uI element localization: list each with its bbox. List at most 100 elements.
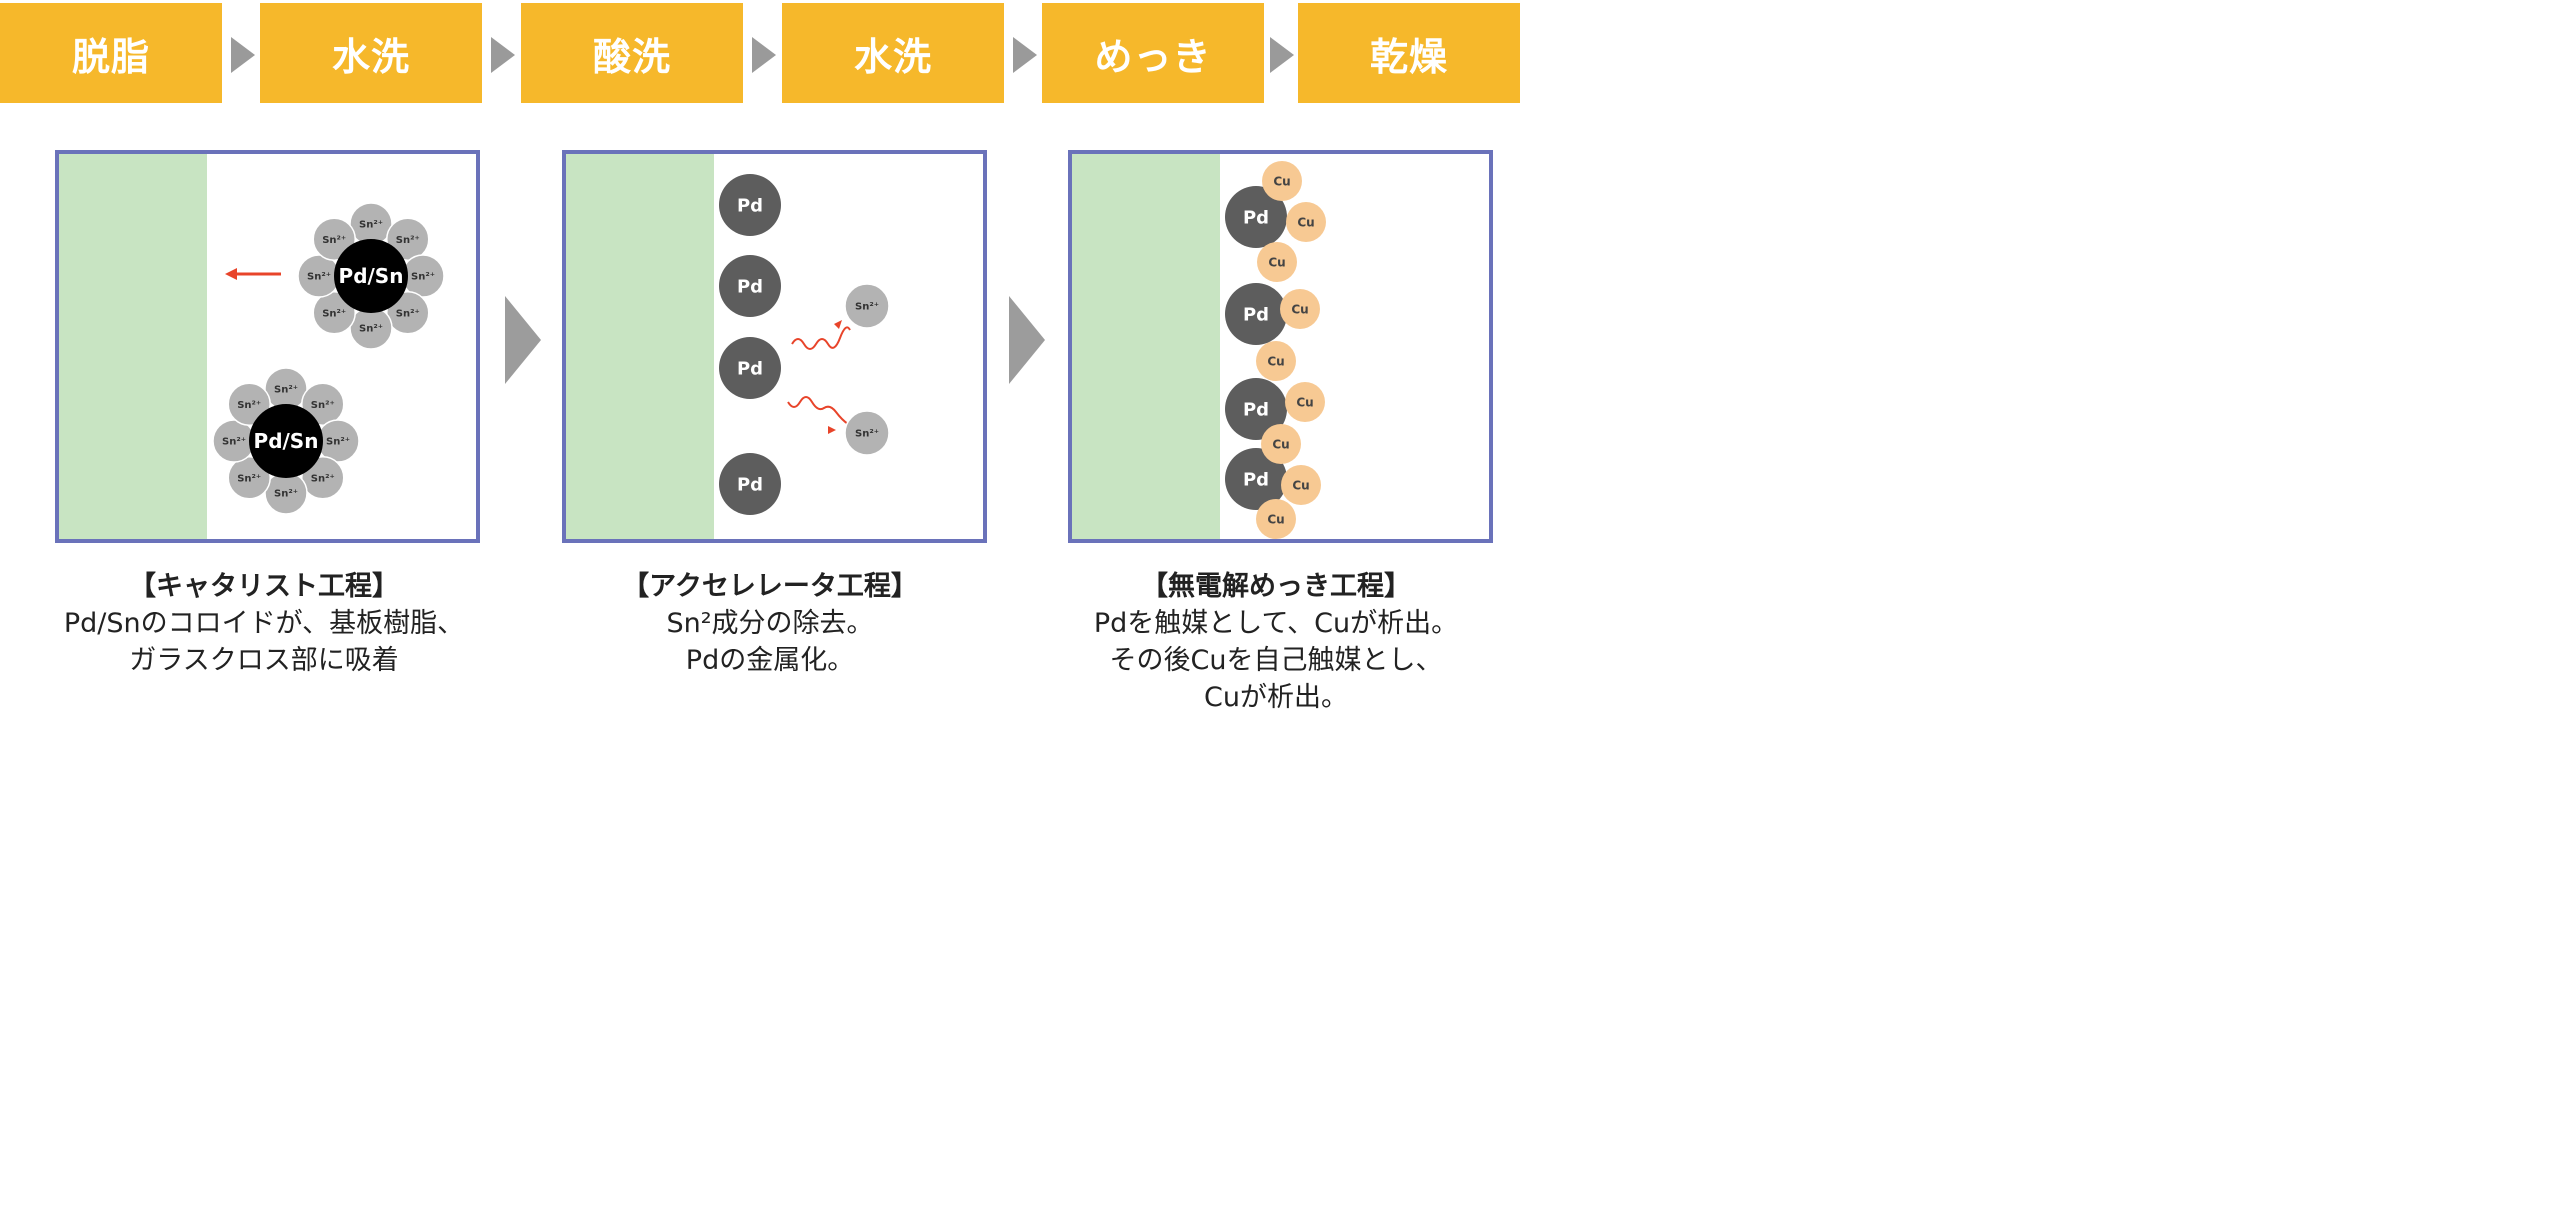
sn-ion-label: Sn²⁺ (396, 235, 420, 246)
sn-ion-label: Sn²⁺ (855, 302, 879, 313)
pd-particle-label: Pd (737, 195, 763, 216)
caption-line: Pdの金属化。 (685, 645, 855, 676)
sn-ion: Sn²⁺ (227, 456, 271, 500)
sn-ion-label: Sn²⁺ (311, 400, 335, 411)
sn-ion-label: Sn²⁺ (359, 220, 383, 231)
sn-ion: Sn²⁺ (301, 382, 345, 426)
sn-ion: Sn²⁺ (349, 306, 393, 350)
cu-particle-label: Cu (1272, 437, 1289, 451)
sn-ions: Sn²⁺ Sn²⁺ (844, 283, 890, 456)
pd-particle-label: Pd (737, 474, 763, 495)
sn-ion-label: Sn²⁺ (411, 272, 435, 283)
chevron-right-icon (491, 37, 515, 73)
cu-particle: Cu (1257, 242, 1297, 282)
caption-title: 【キャタリスト工程】 (129, 571, 399, 602)
substrate-resin (566, 154, 714, 539)
pd-sn-core-label: Pd/Sn (254, 429, 319, 453)
pd-sn-core: Pd/Sn (334, 239, 408, 313)
step-label: 酸洗 (592, 34, 671, 79)
sn-ion: Sn²⁺ (227, 382, 271, 426)
cu-particle-label: Cu (1291, 302, 1308, 316)
sn-ion: Sn²⁺ (316, 419, 360, 463)
chevron-right-icon (505, 296, 541, 384)
pd-particle: Pd (719, 337, 781, 399)
step-label: 水洗 (331, 34, 410, 79)
step-label: 脱脂 (71, 34, 150, 79)
caption-line: Cuが析出。 (1204, 682, 1348, 713)
pd-particle: Pd (719, 255, 781, 317)
pd-sn-core: Pd/Sn (249, 404, 323, 478)
chevron-right-icon (1013, 37, 1037, 73)
step-rinse-1: 水洗 (260, 3, 482, 103)
chevron-right-icon (1009, 296, 1045, 384)
accelerator-caption: 【アクセレレータ工程】 Sn²成分の除去。 Pdの金属化。 (530, 568, 1010, 679)
sn-ion-label: Sn²⁺ (396, 308, 420, 319)
sn-ion: Sn²⁺ (312, 217, 356, 261)
caption-title: 【アクセレレータ工程】 (622, 571, 918, 602)
pd-sn-core-label: Pd/Sn (339, 264, 404, 288)
step-plating: めっき (1042, 3, 1264, 103)
pd-particle-label: Pd (737, 358, 763, 379)
sn-ion: Sn²⁺ (844, 410, 890, 456)
step-rinse-2: 水洗 (782, 3, 1004, 103)
sn-ion: Sn²⁺ (264, 367, 308, 411)
sn-ion-label: Sn²⁺ (855, 429, 879, 440)
sn-ion: Sn²⁺ (212, 419, 256, 463)
sn-ion: Sn²⁺ (297, 254, 341, 298)
sn-ion: Sn²⁺ (312, 291, 356, 335)
pd-particle: Pd (1225, 448, 1287, 510)
pd-particle-label: Pd (1243, 469, 1269, 490)
catalyst-caption: 【キャタリスト工程】 Pd/Snのコロイドが、基板樹脂、 ガラスクロス部に吸着 (24, 568, 504, 679)
caption-line: Sn²成分の除去。 (666, 608, 874, 639)
pd-particle: Pd (1225, 283, 1287, 345)
cu-particle: Cu (1285, 382, 1325, 422)
cu-particle-label: Cu (1268, 255, 1285, 269)
pd-particle-label: Pd (1243, 304, 1269, 325)
pd-particle: Pd (1225, 378, 1287, 440)
left-arrow-icon (225, 268, 281, 280)
step-label: 水洗 (853, 34, 932, 79)
cu-particle-label: Cu (1297, 215, 1314, 229)
sn-ion-label: Sn²⁺ (322, 308, 346, 319)
pd-particle-label: Pd (737, 276, 763, 297)
caption-line: Pdを触媒として、Cuが析出。 (1093, 608, 1459, 639)
sn-ion-label: Sn²⁺ (322, 235, 346, 246)
plating-caption: 【無電解めっき工程】 Pdを触媒として、Cuが析出。 その後Cuを自己触媒とし、… (1036, 568, 1516, 716)
cu-particle: Cu (1281, 465, 1321, 505)
sn-ion: Sn²⁺ (844, 283, 890, 329)
catalyst-illustration: Sn²⁺Sn²⁺Sn²⁺Sn²⁺Sn²⁺Sn²⁺Sn²⁺Sn²⁺Pd/Sn Sn… (212, 202, 445, 515)
cu-particle: Cu (1256, 499, 1296, 539)
caption-line: Pd/Snのコロイドが、基板樹脂、 (63, 608, 465, 639)
pd-particle-label: Pd (1243, 399, 1269, 420)
sn-ion-label: Sn²⁺ (274, 489, 298, 500)
wavy-arrow-icon (791, 320, 851, 350)
sn-ion-label: Sn²⁺ (311, 473, 335, 484)
pd-particle: Pd (1225, 186, 1287, 248)
cu-particle-label: Cu (1296, 395, 1313, 409)
pd-particle: Pd (719, 453, 781, 515)
sn-ion: Sn²⁺ (386, 217, 430, 261)
step-pickling: 酸洗 (521, 3, 743, 103)
sn-ion: Sn²⁺ (301, 456, 345, 500)
chevron-right-icon (231, 37, 255, 73)
caption-line: その後Cuを自己触媒とし、 (1109, 645, 1443, 676)
sn-ion-label: Sn²⁺ (326, 437, 350, 448)
sn-ion-label: Sn²⁺ (274, 385, 298, 396)
caption-line: ガラスクロス部に吸着 (129, 645, 399, 676)
chevron-right-icon (1270, 37, 1294, 73)
pd-particle-label: Pd (1243, 207, 1269, 228)
sn-ion: Sn²⁺ (349, 202, 393, 246)
sn-ion-label: Sn²⁺ (237, 400, 261, 411)
cu-particle: Cu (1262, 161, 1302, 201)
cu-particle-label: Cu (1273, 174, 1290, 188)
pd-sn-colloid: Sn²⁺Sn²⁺Sn²⁺Sn²⁺Sn²⁺Sn²⁺Sn²⁺Sn²⁺Pd/Sn (297, 202, 445, 350)
sn-ion: Sn²⁺ (401, 254, 445, 298)
chevron-right-icon (752, 37, 776, 73)
pd-sn-colloid: Sn²⁺Sn²⁺Sn²⁺Sn²⁺Sn²⁺Sn²⁺Sn²⁺Sn²⁺Pd/Sn (212, 367, 360, 515)
